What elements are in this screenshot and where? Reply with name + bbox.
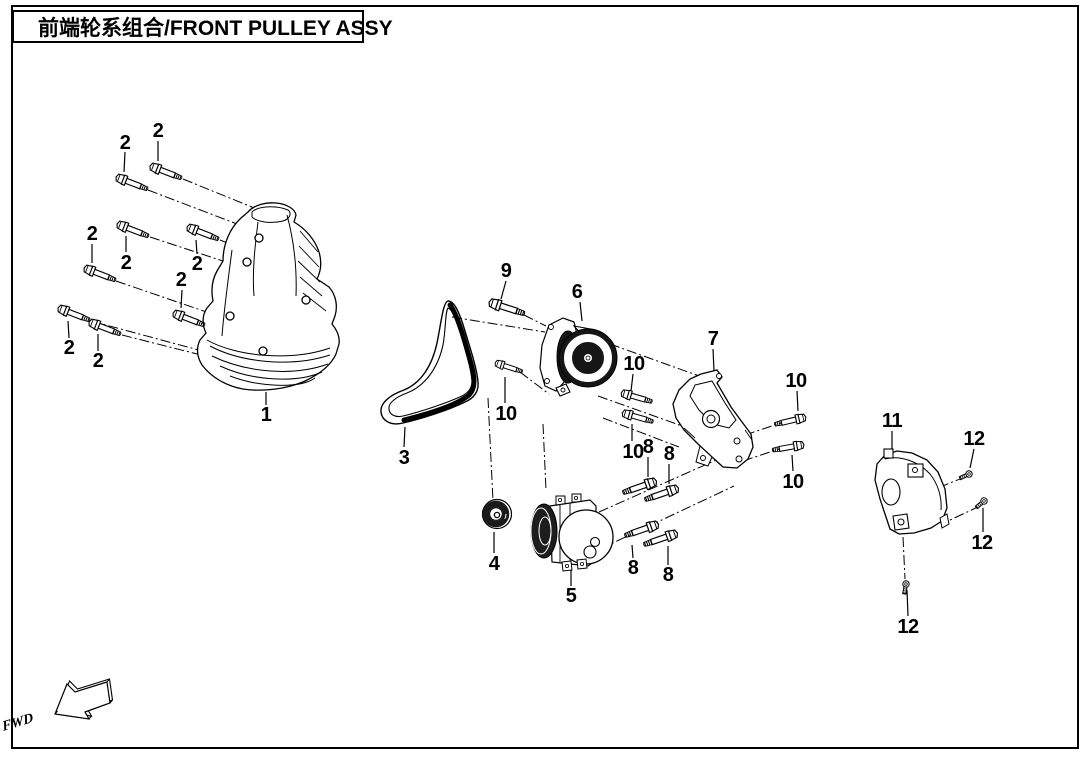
- callout-part-7: 7: [707, 328, 719, 350]
- callout-part-6: 6: [571, 281, 583, 303]
- callout-connector: [712, 348, 715, 372]
- part-1-pulley-cover-drawing: [196, 202, 340, 391]
- callout-part-5: 5: [565, 585, 577, 607]
- callout-part-2: 2: [92, 350, 104, 372]
- callout-connector: [796, 390, 799, 412]
- part-4-idler-roller-drawing: [481, 498, 513, 530]
- part-2-bolt-drawing: [114, 218, 151, 242]
- leader-line: [90, 320, 207, 353]
- callout-part-8: 8: [663, 443, 675, 465]
- callout-part-2: 2: [191, 253, 203, 275]
- callout-connector: [579, 301, 583, 322]
- callout-part-2: 2: [63, 337, 75, 359]
- callout-part-3: 3: [398, 447, 410, 469]
- callout-part-2: 2: [86, 223, 98, 245]
- callout-part-4: 4: [488, 553, 500, 575]
- part-6-generator-drawing: [539, 317, 618, 397]
- part-10-bolt-drawing: [770, 439, 806, 456]
- callout-connector: [500, 280, 507, 300]
- part-2-bolt-drawing: [170, 307, 207, 331]
- callout-part-10: 10: [782, 471, 804, 493]
- part-12-screw-drawing: [958, 469, 974, 482]
- callout-part-8: 8: [662, 564, 674, 586]
- part-10-bolt-drawing: [619, 387, 654, 407]
- part-3-drive-belt-drawing: [380, 300, 479, 425]
- page-title: 前端轮系组合/FRONT PULLEY ASSY: [38, 16, 393, 40]
- leader-line: [902, 536, 906, 580]
- callout-part-2: 2: [119, 132, 131, 154]
- fwd-label: FWD: [0, 710, 34, 735]
- callout-connector: [67, 320, 70, 339]
- page-border: [11, 5, 1079, 749]
- part-2-bolt-drawing: [147, 160, 184, 184]
- part-2-bolt-drawing: [55, 302, 92, 326]
- part-11-guard-drawing: [874, 448, 950, 535]
- callout-connector: [791, 454, 794, 472]
- leader-line: [542, 423, 547, 491]
- callout-connectors: [67, 141, 984, 617]
- part-8-bolt-drawing: [641, 527, 680, 551]
- leader-line: [519, 371, 550, 395]
- callout-connector: [180, 289, 183, 309]
- callout-part-1: 1: [260, 404, 272, 426]
- part-10-bolt-drawing: [772, 412, 808, 430]
- leader-line: [599, 485, 735, 550]
- part-9-bolt-drawing: [486, 296, 527, 320]
- part-2-bolt-drawings: [55, 160, 221, 340]
- leader-line: [597, 395, 686, 428]
- part-10-bolt-drawing: [493, 358, 525, 377]
- part-2-bolt-drawing: [184, 221, 221, 245]
- callout-part-10: 10: [495, 403, 517, 425]
- callout-part-11: 11: [881, 410, 903, 432]
- leader-line: [523, 314, 547, 327]
- title-box: 前端轮系组合/FRONT PULLEY ASSY: [12, 10, 393, 43]
- callout-part-12: 12: [897, 616, 919, 638]
- fwd-arrow: FWD: [0, 678, 114, 735]
- callout-connector: [969, 448, 975, 469]
- callout-part-10: 10: [785, 370, 807, 392]
- part-7-bracket-drawing: [672, 369, 754, 469]
- callout-part-9: 9: [500, 260, 512, 282]
- callout-connector: [630, 373, 634, 392]
- callout-connector: [403, 426, 406, 448]
- part-8-bolt-drawings: [620, 475, 681, 551]
- callout-part-12: 12: [963, 428, 985, 450]
- leader-line: [947, 505, 981, 522]
- part-5-compressor-drawing: [530, 493, 614, 572]
- callout-part-10: 10: [622, 441, 644, 463]
- leader-line: [602, 417, 680, 448]
- callout-part-2: 2: [175, 269, 187, 291]
- leader-line: [451, 316, 546, 333]
- callout-part-10: 10: [623, 353, 645, 375]
- part-10-bolt-drawing: [620, 407, 655, 427]
- leader-line: [609, 343, 703, 378]
- part-2-bolt-drawing: [113, 171, 150, 195]
- callout-connector: [906, 589, 909, 617]
- callout-connector: [123, 151, 126, 173]
- callout-part-8: 8: [642, 436, 654, 458]
- leader-line: [487, 397, 494, 502]
- callout-part-2: 2: [152, 120, 164, 142]
- part-2-bolt-drawing: [81, 262, 118, 286]
- callout-connector: [631, 544, 634, 559]
- callout-connector: [195, 239, 198, 255]
- part-12-screw-drawing: [900, 579, 911, 595]
- callout-part-8: 8: [627, 557, 639, 579]
- part-12-screw-drawing: [973, 495, 990, 511]
- callout-part-2: 2: [120, 252, 132, 274]
- part-8-bolt-drawing: [622, 518, 661, 542]
- callout-part-12: 12: [971, 532, 993, 554]
